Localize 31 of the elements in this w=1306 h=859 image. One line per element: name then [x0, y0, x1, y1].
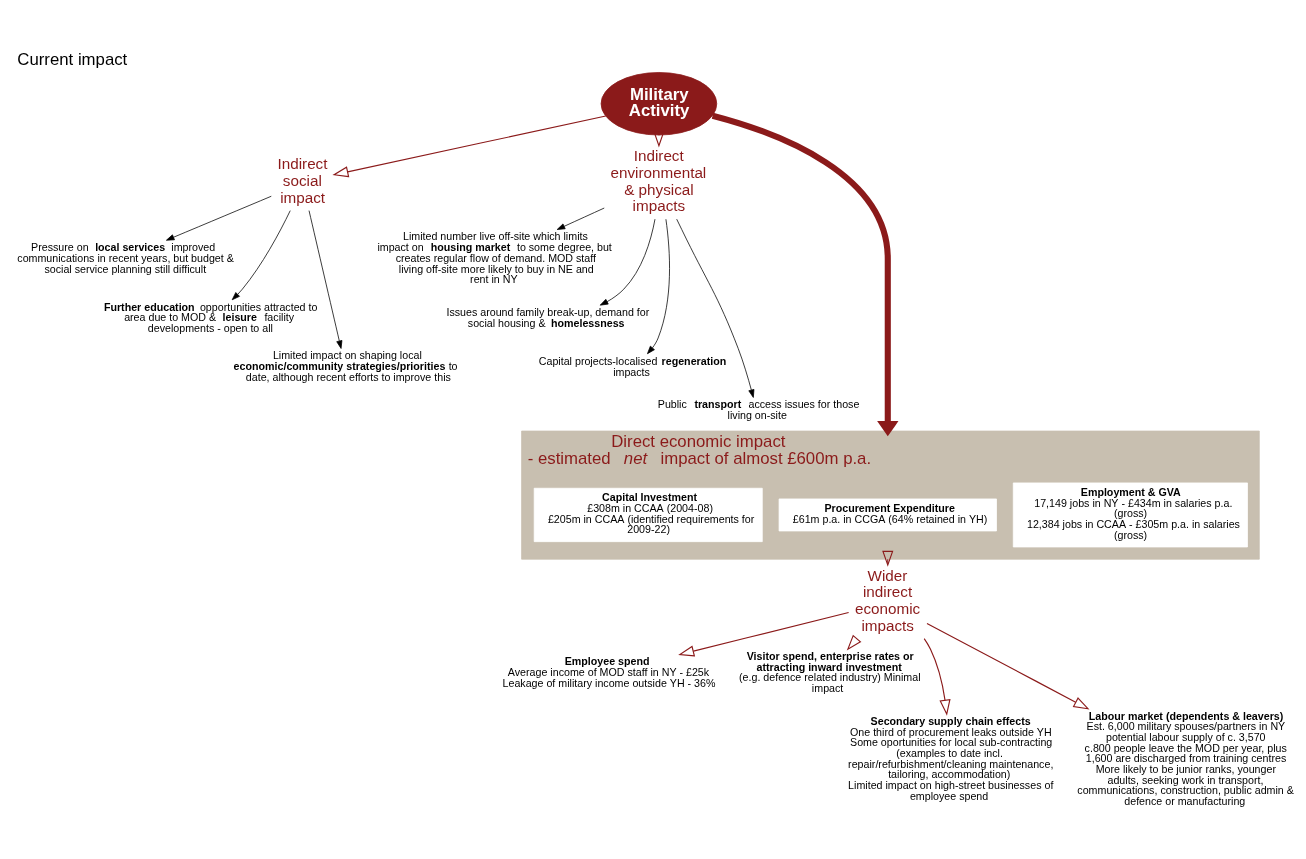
node-text: Indirect social impact	[277, 155, 328, 206]
arrow	[926, 622, 1090, 710]
arrow	[599, 218, 656, 306]
arrow	[556, 207, 605, 230]
node-text: Secondary supply chain effects One third of procurement leaks outside YH Some oportunities for local sub-contracting (examples to date incl. repair/refurbishment/cleaning maintenance, tailoring, accommodation) Limited impact on high-street businesses of employee spend	[848, 714, 1054, 802]
arrow	[676, 218, 755, 398]
node-text: Capital projects-localised regeneration impacts	[538, 354, 727, 378]
arrow	[308, 210, 343, 349]
node-text: Limited number live off-site which limits impact on housing market to some degree, but creates regular flow of demand. MOD staff living off-site more likely to buy in NE and rent in NY	[377, 230, 612, 286]
node-text: Limited impact on shaping local economic/community strategies/priorities to date, although recent efforts to improve this	[233, 349, 458, 383]
arrow	[332, 115, 607, 178]
node-text: Wider indirect economic impacts	[854, 566, 921, 634]
node-text: Indirect environmental & physical impacts	[610, 146, 707, 215]
arrow	[647, 218, 670, 355]
node-text: Visitor spend, enterprise rates or attracting inward investment (e.g. defence related industry) Minimal impact	[739, 650, 921, 695]
arrow	[923, 638, 951, 716]
arrow	[166, 195, 272, 241]
arrow	[678, 611, 850, 657]
diagram-title: Current impact	[17, 49, 128, 69]
node-text: Employee spend Average income of MOD staff in NY - £25k Leakage of military income outside YH - 36%	[502, 655, 716, 689]
node-text: Labour market (dependents & leavers) Est. 6,000 military spouses/partners in NY potential labour supply of c. 3,570 c.800 people leave the MOD per year, plus 1,600 are discharged from training centres More likely to be junior ranks, younger adults, seeking work in transport, communications, construction, public admin & defence or manufacturing	[1077, 709, 1294, 807]
arrow	[653, 131, 665, 148]
node-text: Issues around family break-up, demand for social housing & homelessness	[446, 305, 650, 329]
node-box: Procurement Expenditure £61m p.a. in CCGA (64% retained in YH)	[778, 498, 997, 532]
node-text: Public transport access issues for those living on-site	[657, 398, 860, 421]
node-text: Further education opportunities attracted to area due to MOD & leisure facility developments - open to all	[103, 300, 318, 335]
node-box: Employment & GVA 17,149 jobs in NY - £434m in salaries p.a. (gross) 12,384 jobs in CCAA - £305m p.a. in salaries (gross)	[1012, 482, 1248, 548]
node-text: Pressure on local services improved communications in recent years, but budget & social service planning still difficult	[17, 241, 234, 275]
arrow	[711, 112, 899, 437]
arrow	[231, 210, 291, 301]
node-box: Capital Investment £308m in CCAA (2004-08) £205m in CCAA (identified requirements for 2009-22)	[533, 487, 763, 543]
